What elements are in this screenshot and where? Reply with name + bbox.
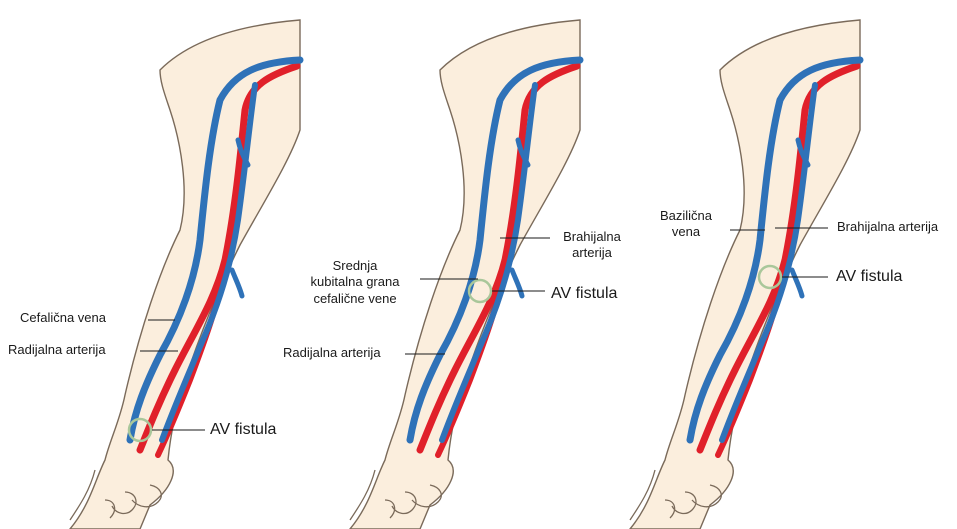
branch-label-line-2: kubitalna grana bbox=[292, 274, 418, 290]
radial-artery-label: Radijalna arterija bbox=[8, 342, 106, 358]
branch-label-line-3: cefalične vene bbox=[292, 291, 418, 307]
av-fistula-label-1: AV fistula bbox=[210, 420, 276, 440]
brachial-label-line-1: Brahijalna bbox=[552, 229, 632, 245]
panel-1-arm bbox=[70, 20, 300, 529]
brachial-artery-label-3: Brahijalna arterija bbox=[837, 219, 938, 235]
brachial-label-line-2: arterija bbox=[552, 245, 632, 261]
av-fistula-label-3: AV fistula bbox=[836, 267, 902, 287]
radial-artery-label-2: Radijalna arterija bbox=[283, 345, 381, 361]
panel-3-arm bbox=[630, 20, 860, 529]
cephalic-vein-label: Cefalična vena bbox=[20, 310, 106, 326]
basilic-label-line-1: Bazilična bbox=[650, 208, 722, 224]
branch-label-line-1: Srednja bbox=[292, 258, 418, 274]
brachial-artery-label-2: Brahijalna arterija bbox=[552, 229, 632, 262]
av-fistula-label-2: AV fistula bbox=[551, 284, 617, 304]
basilic-vein-label: Bazilična vena bbox=[650, 208, 722, 241]
basilic-label-line-2: vena bbox=[650, 224, 722, 240]
median-cubital-branch-label: Srednja kubitalna grana cefalične vene bbox=[292, 258, 418, 307]
